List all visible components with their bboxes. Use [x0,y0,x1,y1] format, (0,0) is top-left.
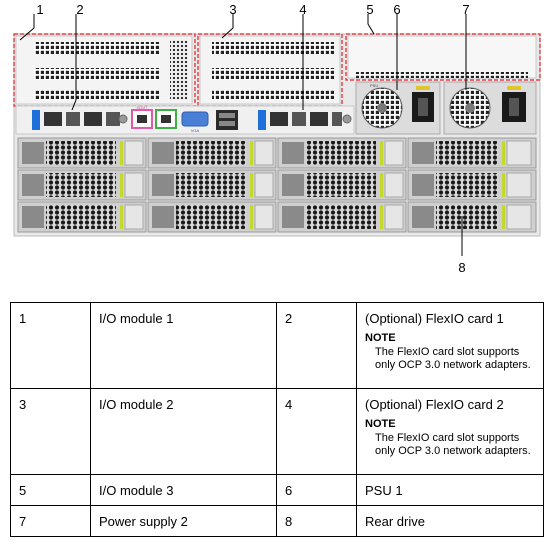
callout-lines [19,14,467,256]
drive-bay[interactable] [17,137,147,169]
legend-table: 1 I/O module 1 2 (Optional) FlexIO card … [10,302,544,537]
legend-cell: (Optional) FlexIO card 1 NOTE The FlexIO… [356,302,544,389]
note-title: NOTE [365,332,396,344]
legend-label: PSU 1 [356,474,544,506]
drive-bay[interactable] [147,169,277,201]
note-title: NOTE [365,418,396,430]
callout-number: 7 [462,2,469,17]
flexio-card-1 [32,110,128,130]
legend-label: (Optional) FlexIO card 2 [365,397,504,412]
legend-row: 1 I/O module 1 2 (Optional) FlexIO card … [10,302,544,389]
flexio-card-2 [258,110,352,130]
vga-port-label: VGA [191,128,200,133]
server-rear-view-diagram: MGMT VGA PSU [13,2,541,275]
legend-number: 3 [10,388,91,475]
drive-bay[interactable] [17,169,147,201]
callout-number: 6 [393,2,400,17]
psu-label: PSU [370,83,378,88]
callout-number: 1 [36,2,43,17]
legend-label: Rear drive [356,505,544,537]
legend-number: 7 [10,505,91,537]
legend-label: I/O module 3 [90,474,277,506]
legend-label: I/O module 1 [90,302,277,389]
legend-row: 7 Power supply 2 8 Rear drive [10,505,544,537]
io-module-1 [15,35,193,105]
legend-row: 3 I/O module 2 4 (Optional) FlexIO card … [10,388,544,475]
legend-number: 4 [276,388,357,475]
legend-label: I/O module 2 [90,388,277,475]
drive-bay[interactable] [147,201,277,233]
legend-number: 1 [10,302,91,389]
psu-1: PSU [355,81,441,135]
note-text: The FlexIO card slot supports only OCP 3… [375,432,531,457]
callout-number: 8 [458,260,465,275]
legend-number: 6 [276,474,357,506]
legend-number: 8 [276,505,357,537]
drive-bay[interactable] [277,201,407,233]
io-module-3-highlight [345,33,541,81]
drive-bay[interactable] [147,137,277,169]
callout-number: 4 [299,2,306,17]
drive-bay[interactable] [17,201,147,233]
legend-number: 5 [10,474,91,506]
vga-port [181,111,209,127]
legend-label: Power supply 2 [90,505,277,537]
legend-number: 2 [276,302,357,389]
drive-bay[interactable] [277,137,407,169]
io-module-2 [199,35,341,105]
rear-drive-bays [17,137,537,233]
drive-bay[interactable] [407,201,537,233]
legend-label: (Optional) FlexIO card 1 [365,311,504,326]
callout-number: 5 [366,2,373,17]
callout-number: 3 [229,2,236,17]
drive-bay[interactable] [407,169,537,201]
io-module-3 [347,35,537,79]
psu-2 [443,81,537,135]
callout-number: 2 [76,2,83,17]
legend-row: 5 I/O module 3 6 PSU 1 [10,474,544,506]
drive-bay[interactable] [407,137,537,169]
legend-cell: (Optional) FlexIO card 2 NOTE The FlexIO… [356,388,544,475]
mgmt-port-label: MGMT [137,106,149,110]
note-text: The FlexIO card slot supports only OCP 3… [375,346,531,371]
drive-bay[interactable] [277,169,407,201]
